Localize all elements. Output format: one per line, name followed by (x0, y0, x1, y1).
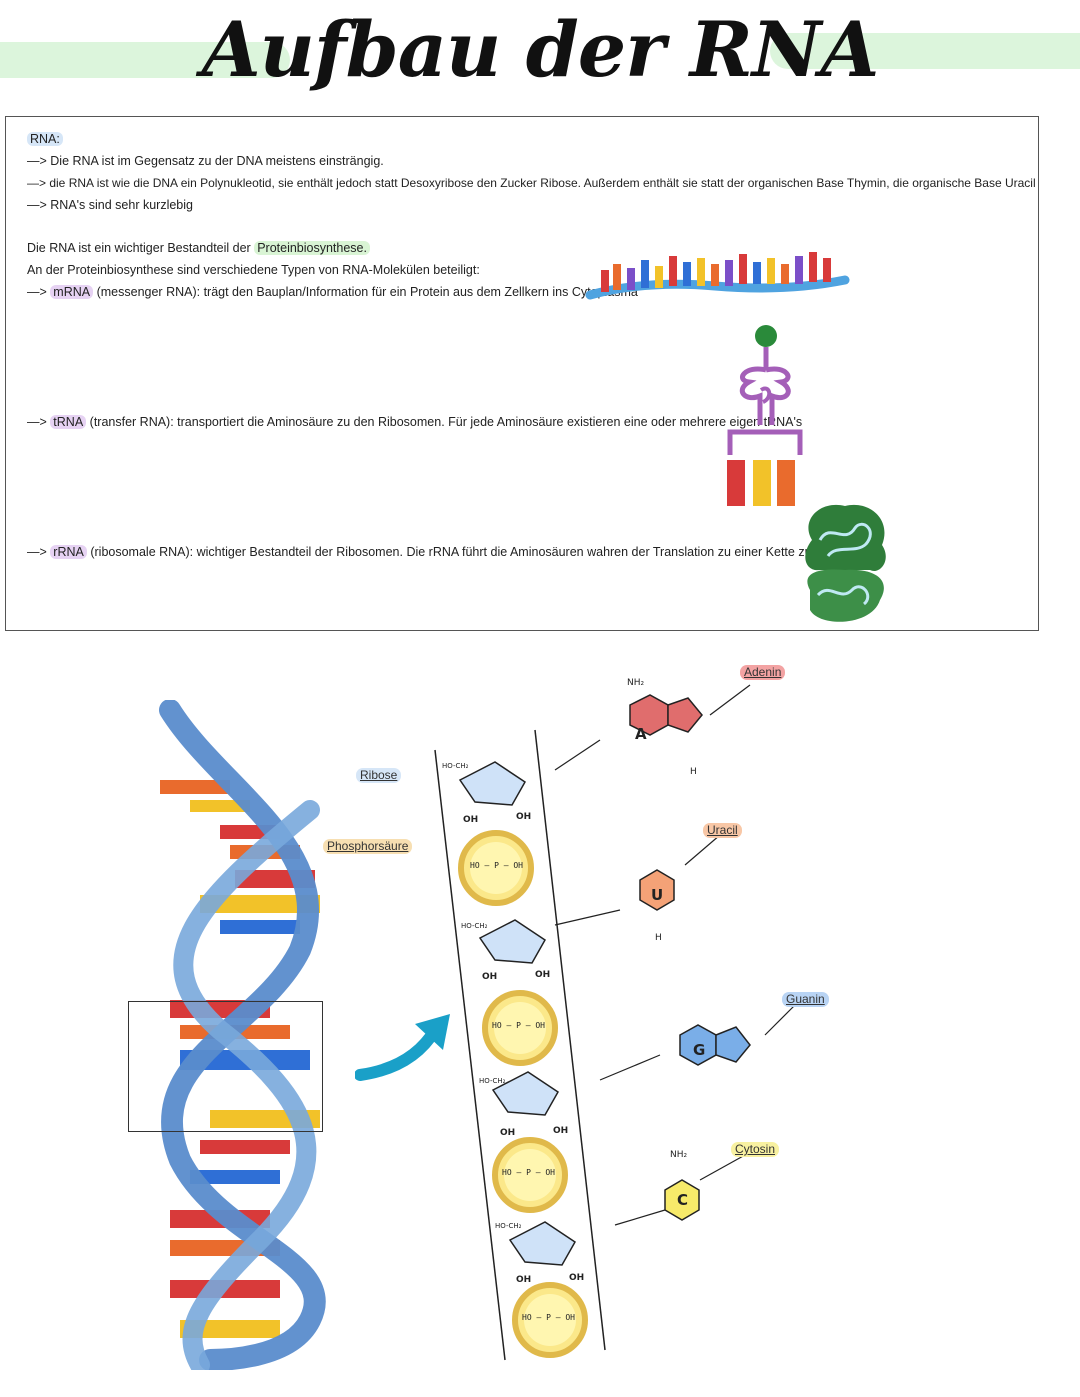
guanine-label: Guanin (782, 992, 829, 1007)
phosphate-formula: HO – P – OH (492, 1021, 545, 1030)
hydroxyl-label: OH (516, 1275, 532, 1285)
ribose-label: Ribose (356, 768, 402, 783)
cytosine-label: Cytosin (731, 1142, 780, 1157)
intro-line2: An der Proteinbiosynthese sind verschied… (27, 263, 480, 277)
phosphate-formula: HO – P – OH (470, 861, 523, 870)
title-band-left (0, 42, 290, 78)
h-label: H (690, 767, 697, 777)
notes-box: RNA: —> Die RNA ist im Gegensatz zu der … (5, 116, 1039, 631)
adenine-label: Adenin (740, 665, 786, 680)
ch2-label: HO-CH₂ (442, 762, 469, 770)
rrna-line: —> rRNA (ribosomale RNA): wichtiger Best… (27, 544, 863, 560)
hydroxyl-label: OH (500, 1128, 516, 1138)
arrow: —> (27, 415, 47, 429)
zoom-frame (128, 1001, 323, 1132)
mrna-text: (messenger RNA): trägt den Bauplan/Infor… (96, 285, 638, 299)
hydroxyl-label: OH (516, 812, 532, 822)
phosphate-formula: HO – P – OH (522, 1313, 575, 1322)
nh2-label: NH₂ (627, 678, 645, 688)
phosphate-label: Phosphorsäure (323, 839, 413, 854)
base-letter-c: C (677, 1191, 689, 1209)
trna-text: (transfer RNA): transportiert die Aminos… (89, 415, 803, 429)
trna-illustration (727, 325, 803, 506)
ch2-label: HO-CH₂ (495, 1222, 522, 1230)
arrow: —> (27, 545, 47, 559)
title-band-right (770, 33, 1080, 69)
intro-term: Proteinbiosynthese. (254, 241, 370, 255)
trna-line: —> tRNA (transfer RNA): transportiert di… (27, 414, 802, 430)
note-point: —> RNA's sind sehr kurzlebig (27, 198, 193, 212)
mrna-term: mRNA (50, 285, 94, 299)
base-letter-u: U (651, 886, 664, 904)
intro-line: Die RNA ist ein wichtiger Bestandteil de… (27, 240, 370, 256)
note-point: —> die RNA ist wie die DNA ein Polynukle… (27, 176, 1036, 190)
base-letter-g: G (693, 1041, 706, 1059)
hydroxyl-label: OH (553, 1126, 569, 1136)
base-letter-a: A (635, 725, 647, 743)
arrow-icon (355, 1014, 450, 1081)
rna-strand (434, 729, 606, 1361)
hydroxyl-label: OH (482, 972, 498, 982)
bases-structures (554, 684, 796, 1226)
arrow: —> (27, 285, 47, 299)
ch2-label: HO-CH₂ (479, 1077, 506, 1085)
rrna-term: rRNA (50, 545, 87, 559)
intro-prefix: Die RNA ist ein wichtiger Bestandteil de… (27, 241, 255, 255)
trna-term: tRNA (50, 415, 87, 429)
notes-heading: RNA: (27, 132, 63, 146)
rrna-text: (ribosomale RNA): wichtiger Bestandteil … (90, 545, 863, 559)
nh2-label: NH₂ (670, 1150, 688, 1160)
page-title: Aufbau der RNA (201, 5, 880, 94)
hydroxyl-label: OH (569, 1273, 585, 1283)
helix-illustration (159, 700, 326, 1370)
mrna-illustration (585, 252, 850, 300)
hydroxyl-label: OH (535, 970, 551, 980)
note-point: —> Die RNA ist im Gegensatz zu der DNA m… (27, 154, 384, 168)
mrna-line: —> mRNA (messenger RNA): trägt den Baupl… (27, 284, 638, 300)
uracil-label: Uracil (703, 823, 742, 838)
h-label: H (655, 933, 662, 943)
ch2-label: HO-CH₂ (461, 922, 488, 930)
hydroxyl-label: OH (463, 815, 479, 825)
phosphate-formula: HO – P – OH (502, 1168, 555, 1177)
rrna-illustration (805, 504, 886, 622)
